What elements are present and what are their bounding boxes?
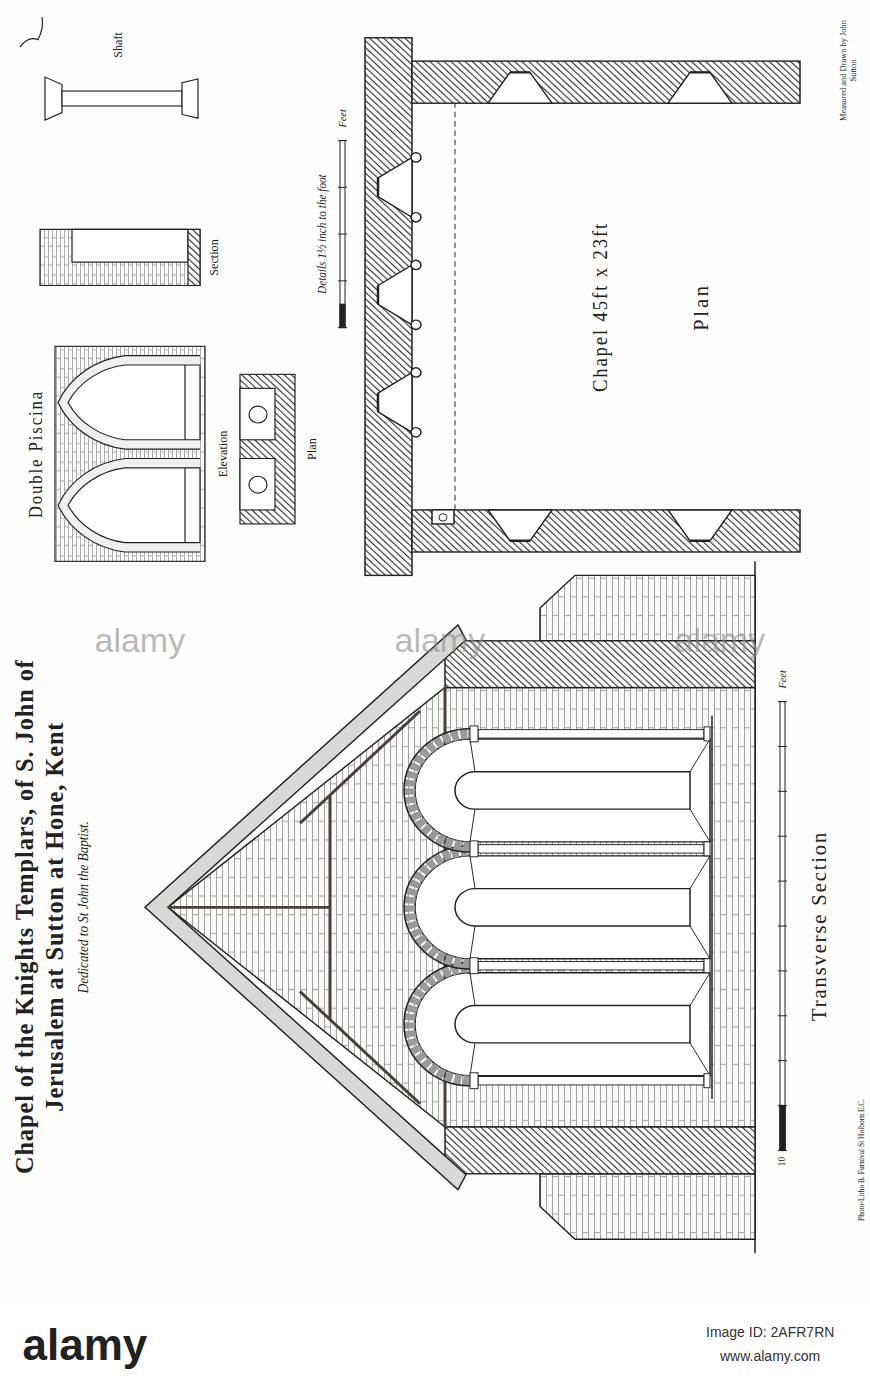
scale-note: Details 1½ inch to the foot [316,174,330,294]
view-label: Section [207,239,222,275]
watermark: alamy [95,621,186,660]
transverse-section [145,561,787,1253]
drawing-title: Chapel of the Knights Templars, of S. Jo… [10,617,70,1215]
watermark: alamy [395,621,486,660]
watermark: alamy [675,621,766,660]
credit-note: Measured and Drawn by John Sutton [838,17,859,125]
watermark-logo: alamy [23,1320,148,1371]
printer-note: Photo-Litho B. Furnival St Holborn E.C. [857,1099,866,1221]
dimension-label: Chapel 45ft x 23ft [589,222,612,392]
dedication-caption: Dedicated to St John the Baptist. [76,821,92,993]
view-label: Elevation [216,431,231,478]
view-label: Plan [305,438,320,460]
watermark-url: www.alamy.com [720,1348,820,1364]
view-label: Transverse Section [806,831,831,1021]
chapel-plan [365,38,800,576]
scale-unit: Feet [776,670,789,688]
scale-number: 10 [776,1157,788,1166]
detail-title: Double Piscina [26,390,47,519]
piscina-details [20,17,347,561]
view-label: Shaft [111,32,126,58]
scale-unit: Feet [336,109,349,127]
view-label: Plan [688,283,713,331]
image-id: Image ID: 2AFR7RN [706,1324,834,1340]
